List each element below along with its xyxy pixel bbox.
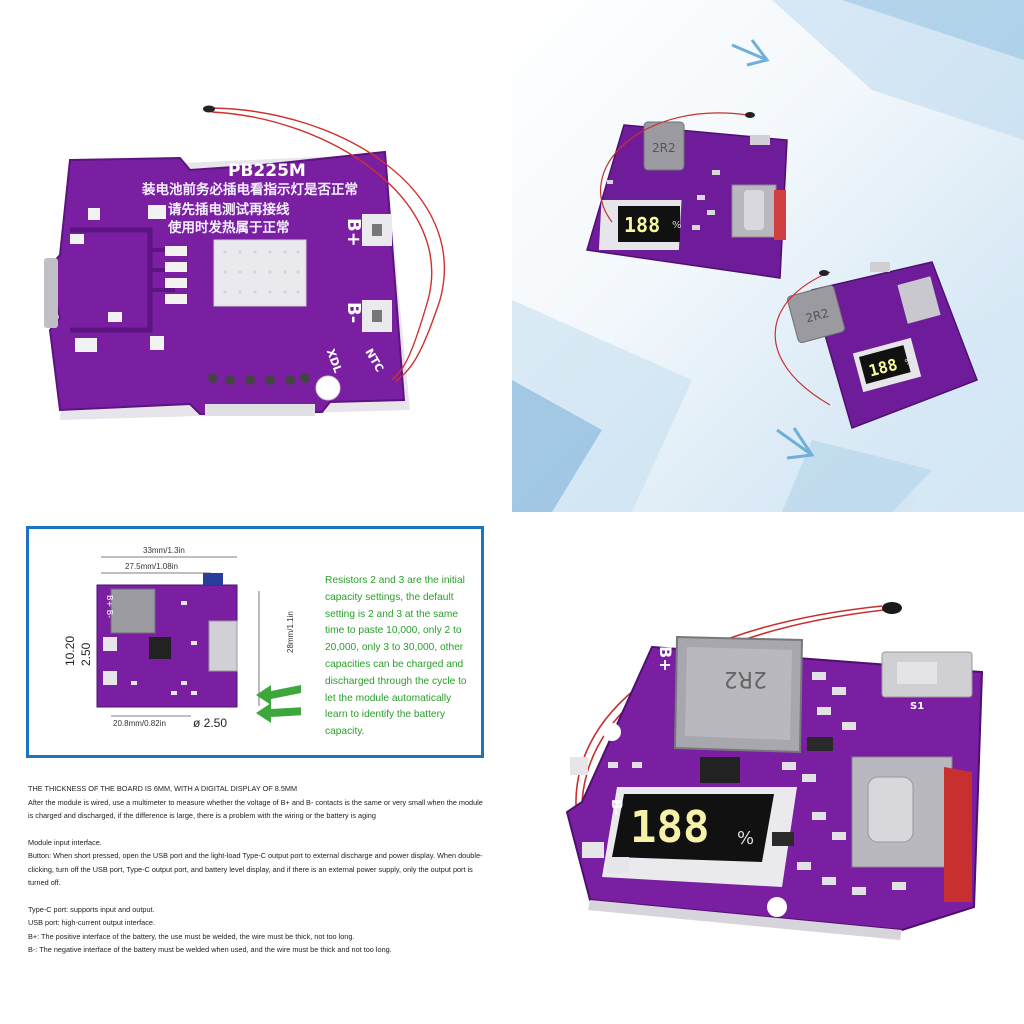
bplus-note: B+: The positive interface of the batter… <box>28 931 355 941</box>
model-label: PB225M <box>228 161 306 181</box>
inductor-label-1: 2R2 <box>652 141 676 155</box>
warning-line-2: 请先插电测试再接线 <box>168 201 290 218</box>
resistor-note-line: time to paste 10,000, only 2 to <box>325 625 462 637</box>
dim-width-total: 33mm/1.3in <box>143 546 185 555</box>
spec-panel: 33mm/1.3in 27.5mm/1.08in 28mm/1.1in 20.8… <box>0 512 512 1024</box>
bplus-label: B+ <box>343 218 364 247</box>
dim-bottom-width: 20.8mm/0.82in <box>113 719 166 728</box>
typec-note: Type-C port: supports input and output. <box>28 904 155 914</box>
resistor-note-line: let the module automatically <box>325 692 452 704</box>
dim-left-outer: 10.20 <box>63 636 77 666</box>
dim-hole: ø 2.50 <box>193 716 227 730</box>
input-heading: Module input interface. <box>28 837 102 847</box>
resistor-note-line: learn to identify the battery <box>325 709 446 721</box>
bminus-note: B-: The negative interface of the batter… <box>28 945 392 954</box>
usb-note: USB port: high-current output interface. <box>28 918 155 927</box>
two-boards-photo: 2R2 188 % 2R2 188 % <box>512 0 1024 512</box>
resistor-note-line: capacities can be charged and <box>325 658 464 670</box>
display-digits: 188 <box>630 802 709 853</box>
resistor-note-line: capacity. <box>325 726 365 738</box>
board-closeup-illustration: 2R2 S1 188 % B+ B- <box>565 602 984 940</box>
wiring-note: After the module is wired, use a multime… <box>28 797 483 821</box>
display-unit: % <box>737 828 754 849</box>
board-bplus-bminus: B+ B- <box>105 595 114 618</box>
bminus-label: B- <box>608 799 624 816</box>
resistor-note-line: setting is 2 and 3 at the same <box>325 608 459 620</box>
inductor-label-2: 2R2 <box>804 306 830 326</box>
pcb-back-photo: PB225M 装电池前务必插电看指示灯是否正常 请先插电测试再接线 使用时发热属… <box>0 0 512 512</box>
s1-label: S1 <box>910 701 924 712</box>
resistor-note-line: discharged through the cycle to <box>325 675 467 687</box>
button-note: Button: When short pressed, open the USB… <box>28 851 483 887</box>
resistor-note-line: 20,000, only 3 to 30,000, other <box>325 642 464 654</box>
dimension-diagram: 33mm/1.3in 27.5mm/1.08in 28mm/1.1in 20.8… <box>63 546 301 730</box>
dim-height: 28mm/1.1in <box>286 611 295 653</box>
bminus-label: B- <box>343 302 364 323</box>
board-lower: 2R2 188 % <box>774 261 978 429</box>
thickness-note: THE THICKNESS OF THE BOARD IS 6MM, WITH … <box>28 784 298 793</box>
warning-line-3: 使用时发热属于正常 <box>167 219 290 236</box>
dimension-diagram-frame: 33mm/1.3in 27.5mm/1.08in 28mm/1.1in 20.8… <box>26 526 484 758</box>
dim-left-inner: 2.50 <box>79 642 93 666</box>
resistor-note-line: capacity settings, the default <box>325 591 454 603</box>
pcb-back-illustration: PB225M 装电池前务必插电看指示灯是否正常 请先插电测试再接线 使用时发热属… <box>44 105 446 420</box>
two-boards-illustration: 2R2 188 % 2R2 188 % <box>512 0 1024 512</box>
resistor-note-line: Resistors 2 and 3 are the initial <box>325 575 465 586</box>
display-unit-2: % <box>904 356 914 367</box>
dim-width-inner: 27.5mm/1.08in <box>125 562 178 571</box>
board-closeup-photo: 2R2 S1 188 % B+ B- <box>512 512 1024 1024</box>
arrow-icon <box>256 685 301 705</box>
description-text: THE THICKNESS OF THE BOARD IS 6MM, WITH … <box>28 782 488 957</box>
inductor-label: 2R2 <box>724 666 767 691</box>
bplus-label: B+ <box>656 646 675 672</box>
resistor-note: Resistors 2 and 3 are the initial capaci… <box>325 573 505 741</box>
display-digits-1: 188 <box>624 213 660 237</box>
arrow-icon <box>256 703 301 723</box>
display-unit-1: % <box>672 220 682 231</box>
board-upper: 2R2 188 % <box>586 112 788 279</box>
warning-line-1: 装电池前务必插电看指示灯是否正常 <box>141 181 358 198</box>
